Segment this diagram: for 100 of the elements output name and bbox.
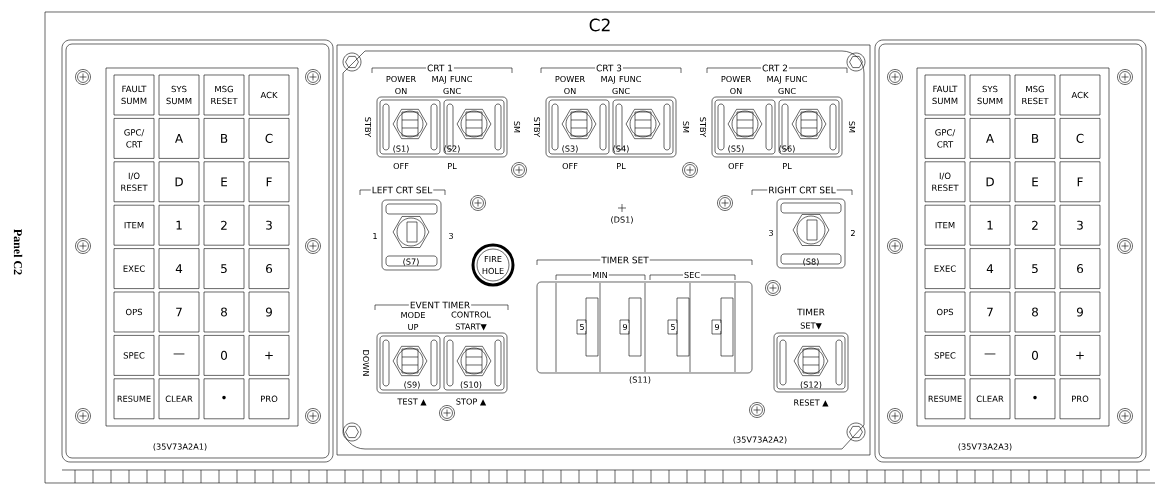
group-heading: CRT 2: [761, 63, 789, 73]
switch-number: (S11): [629, 376, 651, 384]
key: C: [248, 118, 290, 159]
group-heading: CRT 1: [426, 63, 454, 73]
key: —: [969, 335, 1011, 376]
position-label: STBY: [364, 117, 372, 138]
key: 7: [158, 291, 200, 333]
key: EXEC: [113, 248, 155, 289]
key: 8: [1014, 291, 1056, 333]
switch-housing: [711, 96, 843, 158]
switch-number: (S8): [803, 258, 819, 266]
key: 3: [1059, 204, 1101, 246]
switch-number: (S1): [393, 145, 409, 153]
side-caption: Panel C2: [13, 229, 23, 275]
key: CLEAR: [969, 378, 1011, 420]
key: D: [158, 161, 200, 203]
key: 6: [248, 248, 290, 289]
key: 7: [969, 291, 1011, 333]
key: 5: [203, 248, 245, 289]
key: E: [1014, 161, 1056, 203]
key: +: [1059, 335, 1101, 376]
switch-housing: [773, 332, 849, 393]
key: PRO: [1059, 378, 1101, 420]
key: 5: [1014, 248, 1056, 289]
key: 4: [158, 248, 200, 289]
part-number: (35V73A2A2): [733, 436, 787, 444]
part-number: (35V73A2A1): [153, 443, 207, 451]
thumbwheel-digit: 5: [578, 322, 586, 331]
key: I/O RESET: [924, 161, 966, 203]
key: RESUME: [924, 378, 966, 420]
key: 8: [203, 291, 245, 333]
thumbwheel-digit: 9: [621, 322, 629, 332]
key: ACK: [248, 74, 290, 116]
switch-number: (S7): [403, 258, 419, 266]
key: SPEC: [113, 335, 155, 376]
key: FAULT SUMM: [924, 74, 966, 116]
group-heading: EVENT TIMER: [408, 300, 472, 310]
key: FAULT SUMM: [113, 74, 155, 116]
key: PRO: [248, 378, 290, 420]
key: ACK: [1059, 74, 1101, 116]
position-label: POWER ON: [721, 75, 751, 95]
position-label: PL: [448, 163, 457, 169]
position-label: STOP ▲: [456, 398, 487, 406]
key: I/O RESET: [113, 161, 155, 203]
switch-number: (S2): [444, 145, 460, 153]
part-number: (35V73A2A3): [958, 443, 1012, 451]
group-heading: RIGHT CRT SEL: [767, 185, 837, 195]
position-label: MAJ FUNC GNC: [432, 75, 472, 95]
position-label: MODE UP: [401, 311, 425, 331]
key: 2: [1014, 204, 1056, 246]
switch-housing: [376, 332, 508, 394]
key: OPS: [924, 291, 966, 333]
position-label: OFF: [562, 162, 578, 170]
position-label: DOWN: [362, 350, 370, 376]
key: SPEC: [924, 335, 966, 376]
key: GPC/ CRT: [924, 118, 966, 159]
key: •: [203, 378, 245, 420]
key: 1: [158, 204, 200, 246]
key: MSG RESET: [203, 74, 245, 116]
position-label: 1: [373, 233, 377, 239]
key: 1: [969, 204, 1011, 246]
switch-number: (S12): [800, 381, 822, 389]
key: EXEC: [924, 248, 966, 289]
group-heading: MIN: [591, 271, 609, 279]
key: +: [248, 335, 290, 376]
position-label: TEST ▲: [397, 398, 427, 406]
group-heading: LEFT CRT SEL: [370, 185, 434, 195]
position-label: POWER ON: [386, 75, 416, 95]
position-label: SET▼: [800, 322, 822, 330]
key: •: [1014, 378, 1056, 420]
key: CLEAR: [158, 378, 200, 420]
position-label: MAJ FUNC GNC: [601, 75, 641, 95]
indicator-label: (DS1): [611, 216, 633, 224]
key: F: [248, 161, 290, 203]
key: E: [203, 161, 245, 203]
position-label: OFF: [393, 162, 409, 170]
key: D: [969, 161, 1011, 203]
key: 0: [1014, 335, 1056, 376]
key: 6: [1059, 248, 1101, 289]
key: 9: [248, 291, 290, 333]
switch-number: (S10): [460, 381, 482, 389]
key: ITEM: [924, 204, 966, 246]
fire-hole: [471, 243, 515, 287]
key: 3: [248, 204, 290, 246]
switch-housing: [776, 198, 846, 269]
key: 0: [203, 335, 245, 376]
position-label: STBY: [699, 117, 707, 138]
thumbwheel-digit: 5: [669, 322, 677, 331]
key: 2: [203, 204, 245, 246]
panel-title: C2: [589, 18, 610, 32]
position-label: MAJ FUNC GNC: [767, 75, 807, 95]
key: B: [1014, 118, 1056, 159]
key: RESUME: [113, 378, 155, 420]
key: C: [1059, 118, 1101, 159]
key: —: [158, 335, 200, 376]
position-label: SM: [848, 121, 856, 133]
switch-number: (S6): [779, 145, 795, 153]
position-label: RESET ▲: [794, 399, 829, 407]
switch-housing: [536, 281, 753, 374]
key: OPS: [113, 291, 155, 333]
